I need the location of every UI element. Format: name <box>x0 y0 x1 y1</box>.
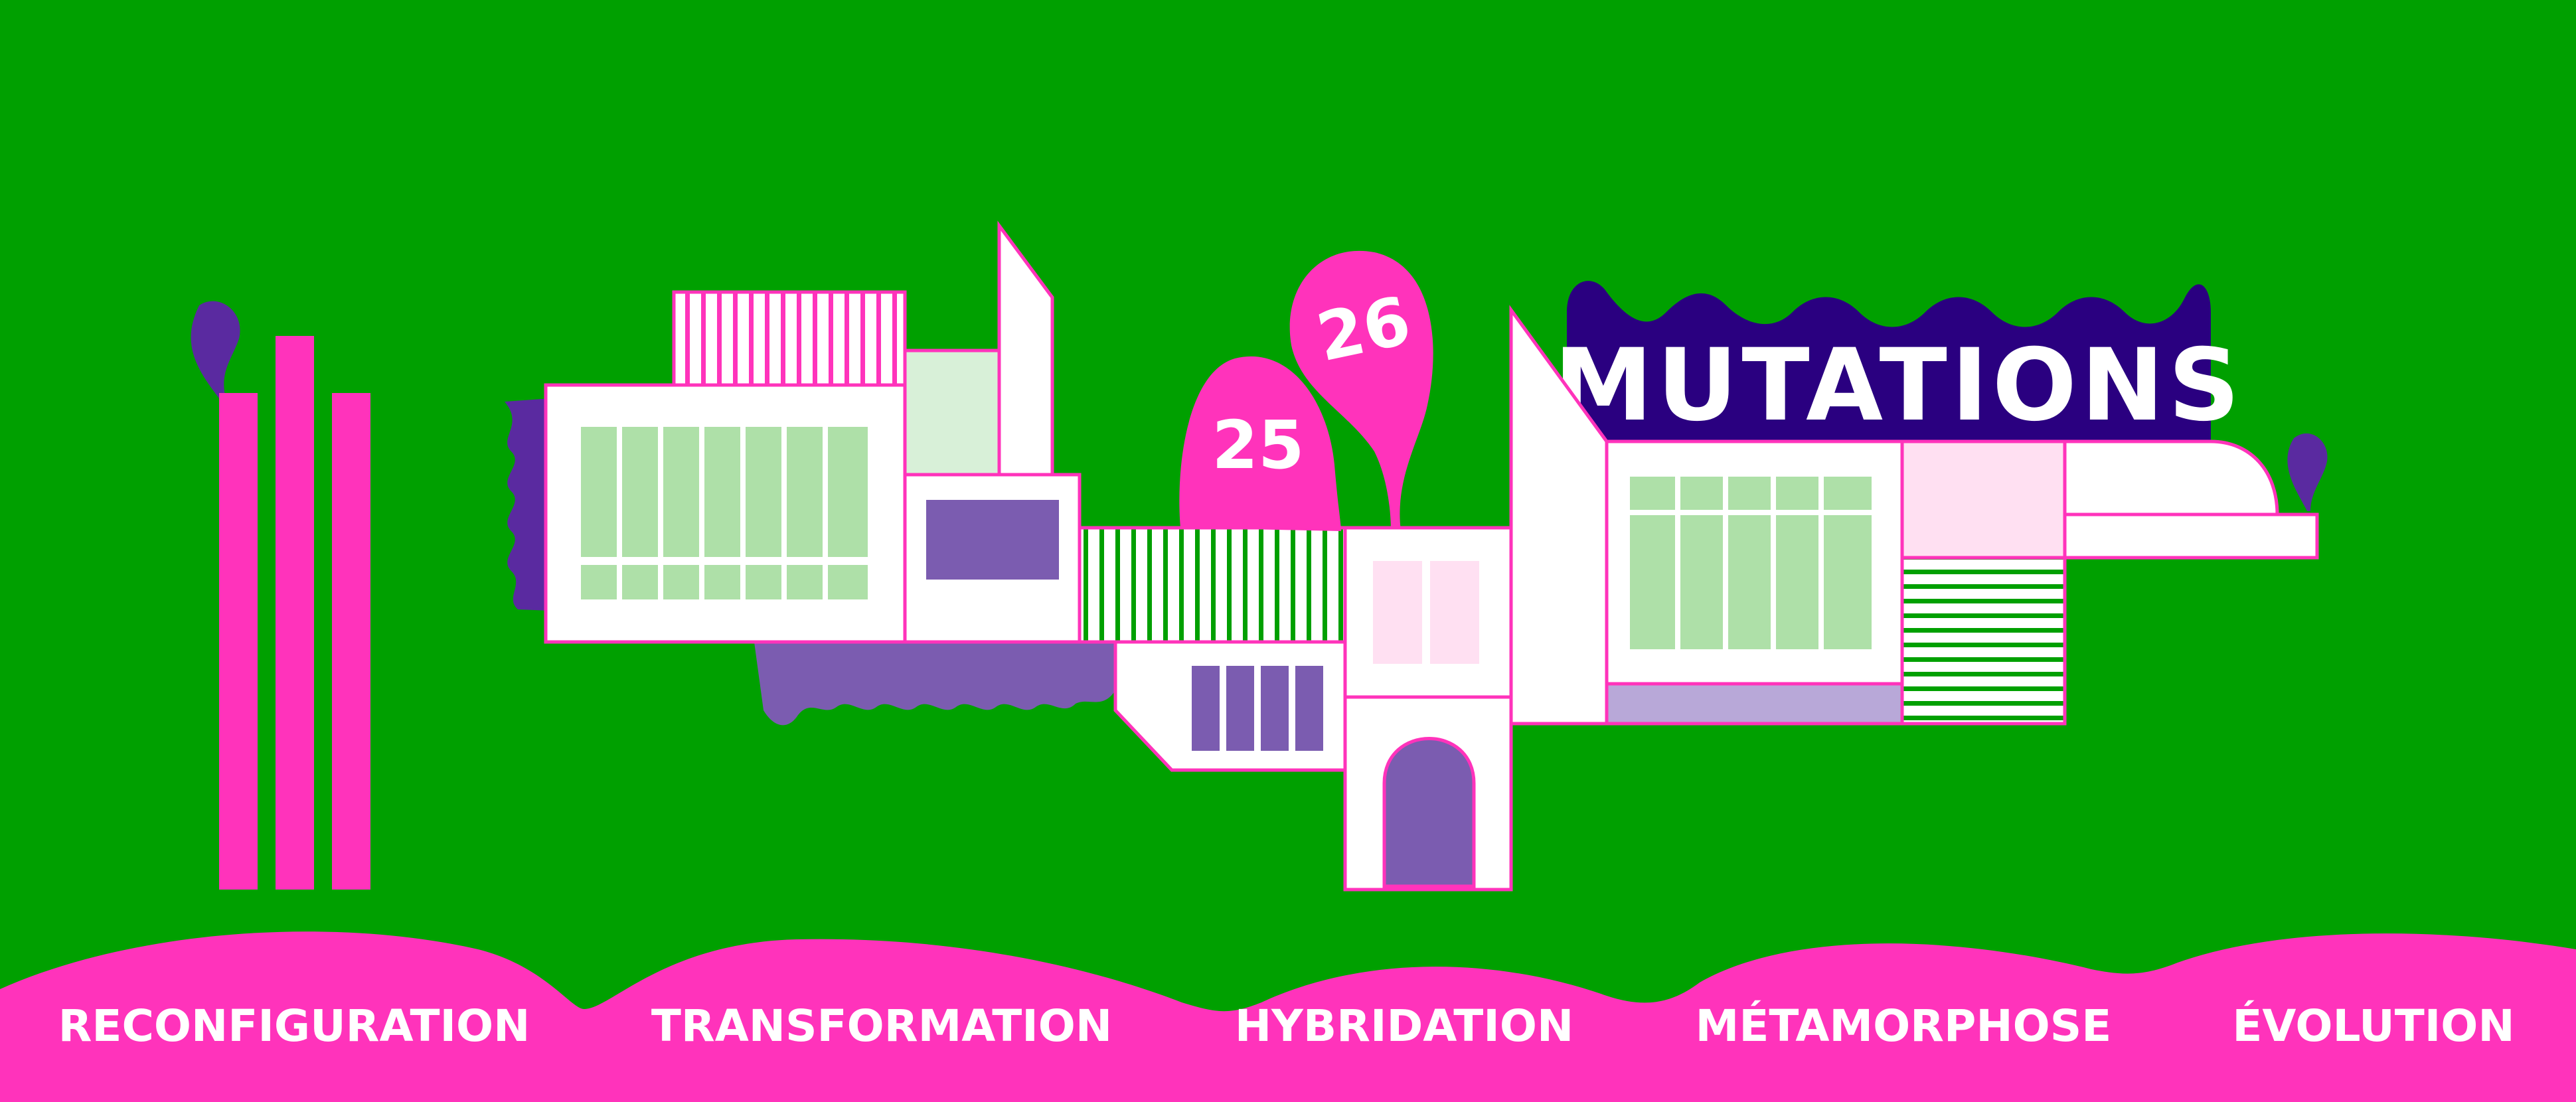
balloon-26 <box>1289 250 1433 531</box>
page-title: MUTATIONS <box>1554 328 2243 443</box>
purple-window <box>926 500 1059 580</box>
striped-bridge <box>1078 526 1347 644</box>
pink-wave-band <box>0 931 2576 1102</box>
pink-window-1 <box>1373 561 1422 664</box>
pink-bar-2 <box>276 336 314 890</box>
pink-window-2 <box>1430 561 1479 664</box>
building-center <box>1113 526 1513 892</box>
theme-label-hybridation: HYBRIDATION <box>1235 1000 1573 1052</box>
theme-label-metamorphose: MÉTAMORPHOSE <box>1696 1000 2112 1052</box>
upper-tower-center <box>1343 526 1513 699</box>
purple-drop-left <box>191 301 240 398</box>
theme-label-reconfiguration: RECONFIGURATION <box>58 1000 530 1052</box>
lavender-base <box>1605 682 1904 726</box>
window-bars-center <box>1192 666 1323 751</box>
pink-bars <box>191 301 370 890</box>
year-end-label: 26 <box>1311 281 1417 376</box>
striped-panel-right <box>1900 556 2067 726</box>
arched-door <box>1382 737 1476 888</box>
pink-bar-3 <box>332 393 370 890</box>
pink-panel-right <box>1900 439 2067 560</box>
window-grid-left <box>581 427 868 599</box>
purple-drop-right <box>2287 433 2328 511</box>
ledge-right <box>2063 512 2319 560</box>
light-green-panel <box>903 349 1001 479</box>
building-left <box>544 220 1347 644</box>
building-right <box>1509 305 2319 726</box>
striped-roof <box>672 290 907 387</box>
year-start-label: 25 <box>1212 406 1304 484</box>
purple-wave-left <box>505 398 551 611</box>
pink-bar-1 <box>219 393 258 890</box>
year-balloons: 25 26 <box>1179 250 1433 531</box>
purple-wave-bottom <box>754 637 1115 726</box>
rounded-roof-right <box>2063 439 2279 516</box>
balloon-25 <box>1179 356 1341 531</box>
window-grid-right <box>1630 477 1872 649</box>
theme-label-transformation: TRANSFORMATION <box>651 1000 1112 1052</box>
theme-labels: RECONFIGURATION TRANSFORMATION HYBRIDATI… <box>58 1000 2515 1052</box>
title-banner-blob <box>1567 281 2211 441</box>
theme-label-evolution: ÉVOLUTION <box>2232 1000 2514 1052</box>
